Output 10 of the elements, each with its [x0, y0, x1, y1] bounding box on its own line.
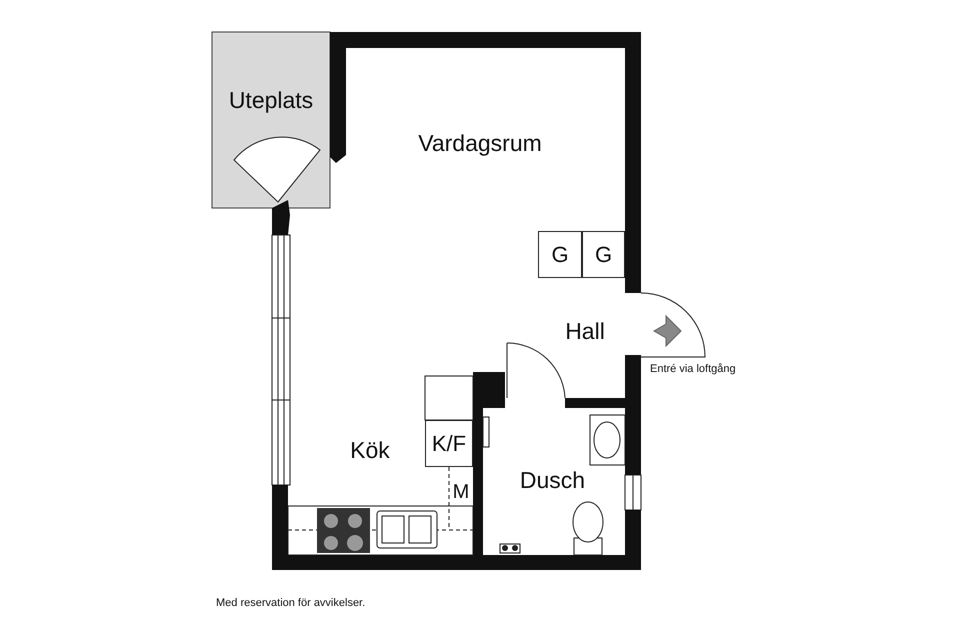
room-label: Dusch: [505, 462, 600, 498]
disclaimer-note: Med reservation för avvikelser.: [216, 597, 366, 609]
wardrobe-box: G: [582, 231, 625, 278]
entrance-note: Entré via loftgång: [650, 363, 736, 375]
room-label: Vardagsrum: [400, 125, 560, 161]
room-label: Kök: [335, 432, 405, 468]
fridge-freezer-box: K/F: [425, 420, 473, 467]
appliance-label: M: [450, 478, 472, 506]
wardrobe-box: G: [538, 231, 582, 278]
room-label: Hall: [550, 313, 620, 349]
